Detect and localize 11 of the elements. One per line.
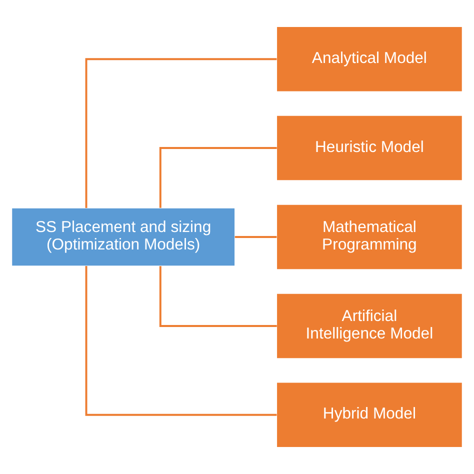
- connector: [159, 147, 277, 208]
- connector: [85, 266, 277, 416]
- connector: [159, 266, 277, 327]
- node-box: Analytical Model: [277, 26, 462, 92]
- node-box: Artificial Intelligence Model: [277, 294, 462, 358]
- node-box: Hybrid Model: [277, 382, 462, 448]
- node-box: Mathematical Programming: [277, 204, 462, 270]
- connector: [234, 236, 277, 238]
- node-box: SS Placement and sizing (Optimization Models): [12, 208, 235, 266]
- connector: [85, 58, 277, 208]
- node-box: Heuristic Model: [277, 116, 462, 180]
